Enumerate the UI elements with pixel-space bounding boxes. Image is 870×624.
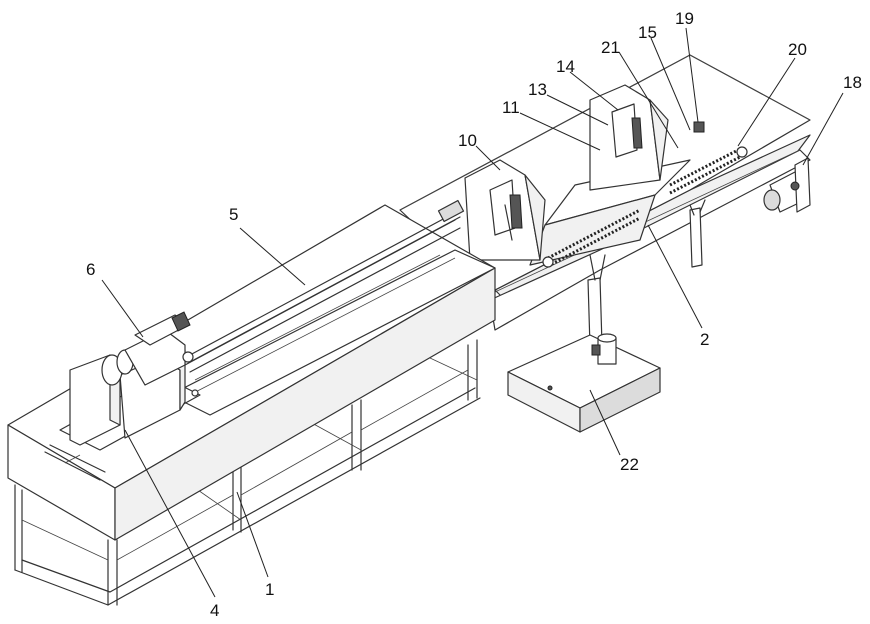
- label-15: 15: [638, 23, 657, 42]
- label-5: 5: [229, 205, 238, 224]
- label-11: 11: [502, 98, 520, 117]
- label-21: 21: [601, 38, 620, 57]
- label-20: 20: [788, 40, 807, 59]
- label-10: 10: [458, 131, 477, 150]
- label-19: 19: [675, 9, 694, 28]
- label-4: 4: [210, 601, 219, 620]
- label-2: 2: [700, 330, 709, 349]
- label-22: 22: [620, 455, 639, 474]
- label-18: 18: [843, 73, 862, 92]
- label-14: 14: [556, 57, 575, 76]
- label-1: 1: [265, 580, 274, 599]
- label-6: 6: [86, 260, 95, 279]
- label-13: 13: [528, 80, 547, 99]
- base-block: [508, 334, 660, 432]
